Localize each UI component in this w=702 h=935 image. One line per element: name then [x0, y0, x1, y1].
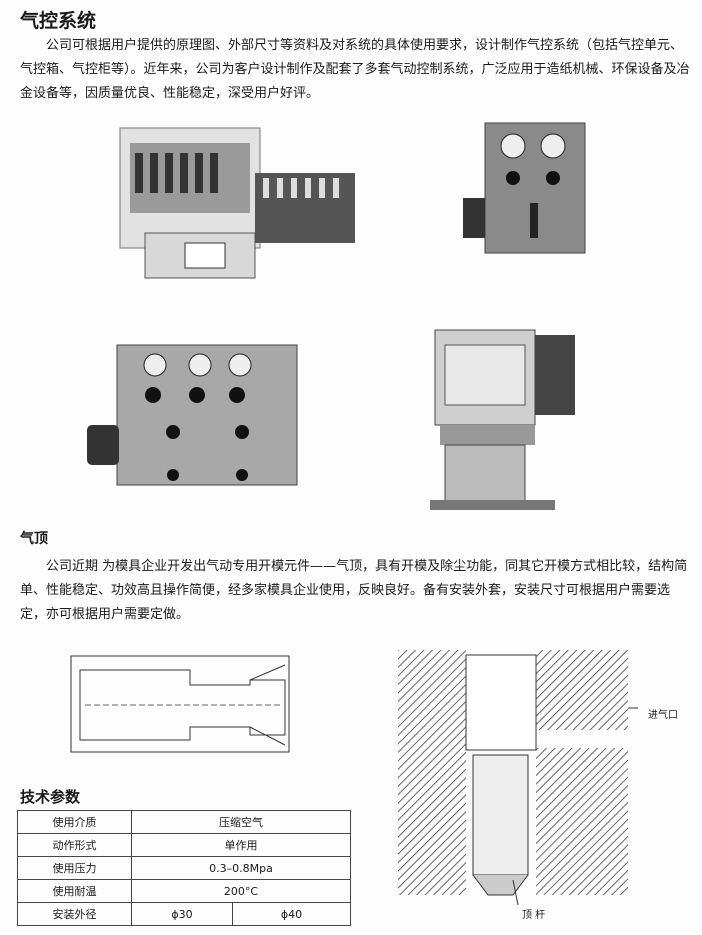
spec-label: 使用压力: [17, 856, 132, 880]
spec-value: 压缩空气: [131, 810, 351, 834]
inlet-label: 进气口: [648, 710, 678, 721]
spec-value: 单作用: [131, 833, 351, 857]
ejector-section-diagram: [398, 650, 638, 906]
ejector-rod-label: 顶 杆: [522, 910, 546, 921]
spec-value: 200°C: [131, 879, 351, 903]
table-row: 使用介质压缩空气: [17, 810, 351, 834]
section-paragraph-pneumatic-control: 公司可根据用户提供的原理图、外部尺寸等资料及对系统的具体使用要求，设计制作气控系…: [20, 38, 690, 101]
section-title-pneumatic-control: 气控系统: [20, 10, 97, 32]
section-paragraph-air-ejector: 公司近期 为模具企业开发出气动专用开模元件——气顶，具有开模及除尘功能，同其它开…: [20, 559, 688, 622]
spec-label: 安装外径: [17, 902, 132, 926]
spec-label: 动作形式: [17, 833, 132, 857]
control-unit-photo: [119, 127, 355, 279]
table-row: 动作形式单作用: [17, 833, 351, 857]
control-panel-photo: [87, 344, 298, 486]
spec-label: 使用介质: [17, 810, 132, 834]
press-machine-photo: [430, 329, 575, 510]
spec-label: 使用耐温: [17, 879, 132, 903]
specs-title: 技术参数: [20, 788, 81, 806]
spec-value: ϕ30: [131, 902, 233, 926]
ejector-outline-drawing: [70, 655, 290, 753]
control-box-photo: [463, 122, 586, 254]
spec-value: ϕ40: [232, 902, 351, 926]
spec-value: 0.3–0.8Mpa: [131, 856, 351, 880]
section-title-air-ejector: 气顶: [20, 531, 48, 547]
